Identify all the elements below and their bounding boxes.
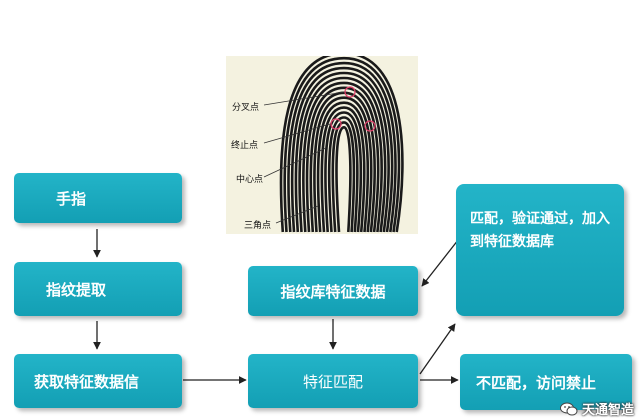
fingerprint-ridge	[294, 71, 390, 233]
box-match-fail-label: 不匹配，访问禁止	[476, 373, 597, 392]
label-leader-line	[263, 123, 331, 144]
wechat-icon	[559, 402, 578, 415]
fingerprint-ridge	[287, 61, 397, 233]
fingerprint-ridge	[335, 125, 352, 233]
box-fingerprint-extraction-label: 指纹提取	[46, 280, 107, 299]
fingerprint-ridge	[320, 106, 366, 233]
label-leader-line	[275, 205, 319, 224]
fingerprint-ridge	[324, 111, 363, 233]
fingerprint-ridge	[327, 116, 359, 233]
box-finger: 手指	[14, 173, 182, 223]
box-feature-database: 指纹库特征数据	[248, 266, 418, 316]
label-bifurcation: 分叉点	[232, 103, 260, 113]
watermark: 天通智造	[559, 399, 634, 418]
label-leader-line	[263, 147, 327, 178]
fingerprint-ridge	[309, 91, 376, 233]
label-center: 中心点	[236, 175, 264, 185]
fingerprint-ridge	[313, 96, 373, 233]
label-leader-line	[263, 91, 345, 106]
box-get-feature-data: 获取特征数据信	[14, 354, 182, 408]
minutia-marker	[344, 86, 356, 98]
fingerprint-ridge	[298, 76, 387, 233]
fingerprint-image	[263, 51, 404, 233]
box-feature-match: 特征匹配	[248, 354, 418, 408]
minutia-marker	[330, 118, 342, 130]
fingerprint-ridge	[316, 101, 370, 233]
minutia-marker	[364, 120, 376, 132]
fingerprint-ridge	[331, 121, 356, 233]
box-feature-match-label: 特征匹配	[302, 372, 363, 391]
box-fingerprint-extraction: 指纹提取	[14, 262, 182, 316]
box-match-fail: 不匹配，访问禁止	[460, 354, 632, 410]
box-match-pass: 匹配，验证通过，加入到特征数据库	[456, 184, 624, 316]
arrow-match-to-pass	[419, 323, 456, 375]
fingerprint-ridge	[283, 56, 401, 233]
box-finger-label: 手指	[56, 189, 87, 208]
box-feature-database-label: 指纹库特征数据	[280, 282, 386, 301]
fingerprint-ridge	[290, 66, 394, 233]
fingerprint-ridge	[305, 86, 380, 233]
fingerprint-illustration: 分叉点 终止点 中心点 三角点	[226, 51, 418, 234]
box-match-pass-label: 匹配，验证通过，加入到特征数据库	[470, 211, 610, 250]
label-ending: 终止点	[231, 141, 259, 151]
box-get-feature-data-label: 获取特征数据信	[34, 372, 140, 391]
arrow-pass-to-database	[421, 234, 463, 287]
label-delta: 三角点	[244, 221, 272, 231]
fingerprint-ridge	[301, 81, 383, 233]
watermark-text: 天通智造	[581, 403, 634, 418]
